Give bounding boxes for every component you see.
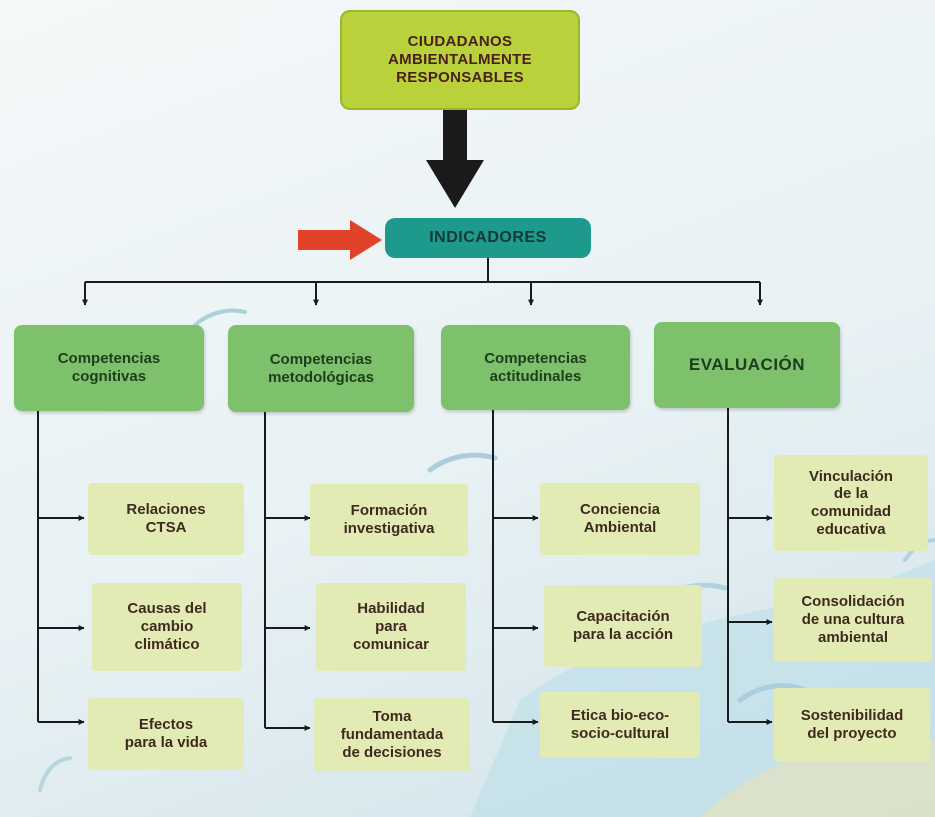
item-causas-cambio-climatico: Causas del cambio climático [92, 583, 242, 671]
item-consolidacion-cultura: Consolidación de una cultura ambiental [774, 578, 932, 662]
category-metodologicas: Competencias metodológicas [228, 325, 414, 412]
column-2-connectors [264, 412, 311, 731]
root-node: CIUDADANOS AMBIENTALMENTE RESPONSABLES [340, 10, 580, 110]
item-relaciones-ctsa: Relaciones CTSA [88, 483, 244, 555]
column-3-connectors [492, 410, 539, 725]
item-capacitacion-accion: Capacitación para la acción [544, 585, 702, 667]
column-4-connectors [727, 408, 773, 725]
category-cognitivas: Competencias cognitivas [14, 325, 204, 411]
category-evaluacion: EVALUACIÓN [654, 322, 840, 408]
item-toma-decisiones: Toma fundamentada de decisiones [314, 698, 470, 772]
pointer-arrow-icon [298, 220, 382, 260]
main-down-arrow [426, 110, 484, 208]
branch-bus [82, 258, 763, 306]
item-formacion-investigativa: Formación investigativa [310, 484, 468, 556]
category-actitudinales: Competencias actitudinales [441, 325, 630, 410]
column-1-connectors [37, 410, 85, 725]
item-efectos-vida: Efectos para la vida [88, 698, 244, 770]
item-conciencia-ambiental: Conciencia Ambiental [540, 483, 700, 555]
item-habilidad-comunicar: Habilidad para comunicar [316, 583, 466, 671]
item-etica: Etica bio-eco- socio-cultural [540, 692, 700, 758]
item-sostenibilidad-proyecto: Sostenibilidad del proyecto [774, 688, 930, 762]
indicadores-node: INDICADORES [385, 218, 591, 258]
item-vinculacion-comunidad: Vinculación de la comunidad educativa [774, 455, 928, 551]
